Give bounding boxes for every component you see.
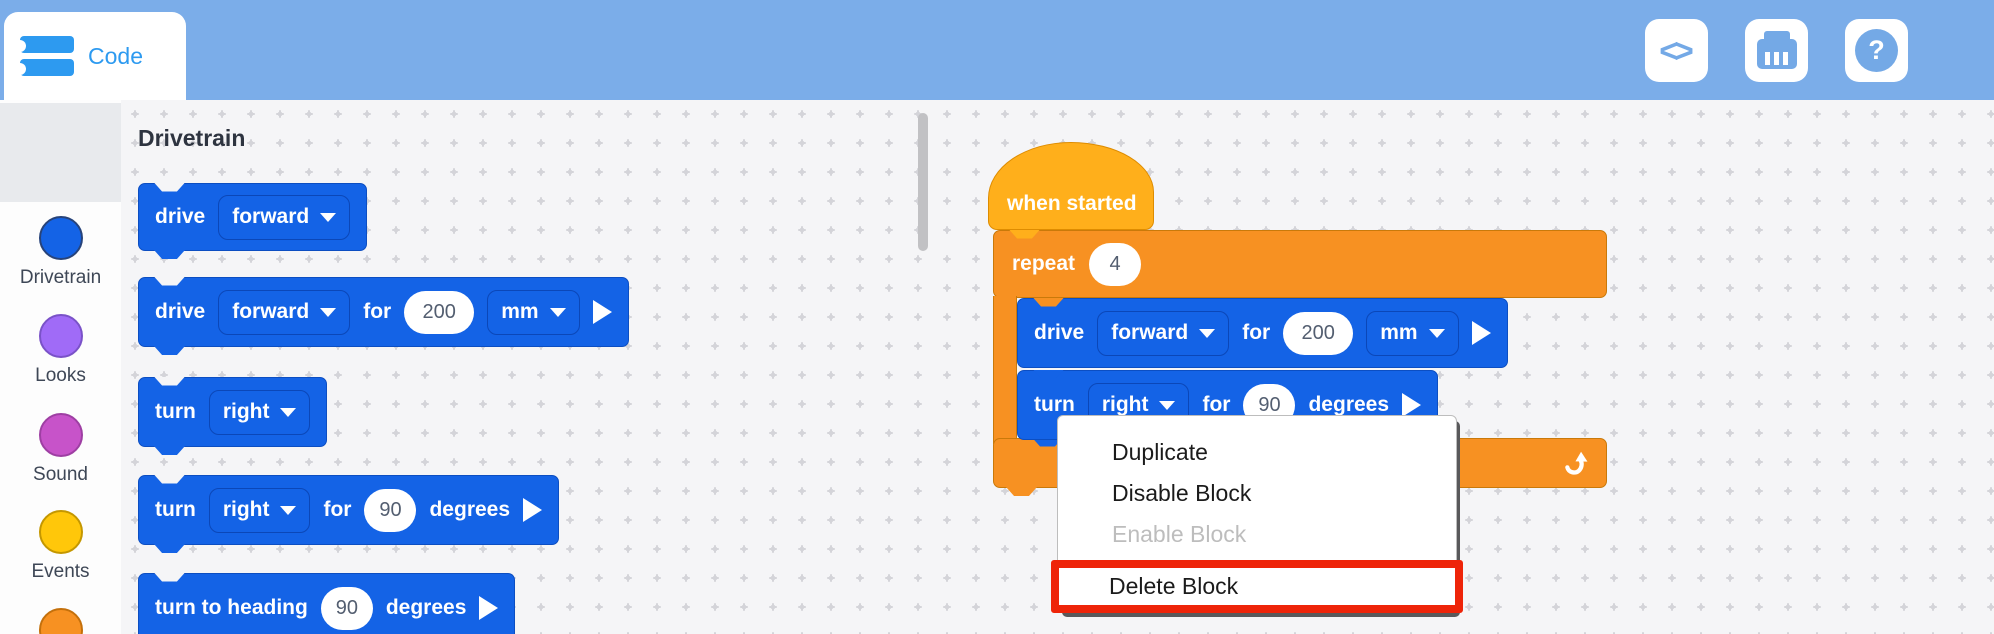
chevron-down-icon xyxy=(549,307,566,317)
dropdown-value: forward xyxy=(232,205,310,228)
tab-code[interactable]: Code xyxy=(4,12,186,100)
code-view-icon: <> xyxy=(1659,31,1693,69)
category-sidebar: Drivetrain Looks Sound Events Control xyxy=(0,100,121,634)
block-label: drive xyxy=(1034,321,1085,344)
events-category-icon xyxy=(38,510,83,554)
palette-turn-block[interactable]: turn right xyxy=(138,377,328,447)
looks-category-icon xyxy=(38,314,83,358)
expand-arrow-icon[interactable] xyxy=(1471,321,1491,345)
direction-dropdown[interactable]: right xyxy=(208,389,311,435)
dropdown-value: right xyxy=(222,498,270,521)
distance-input[interactable]: 200 xyxy=(404,290,475,334)
direction-dropdown[interactable]: forward xyxy=(218,289,351,335)
dropdown-value: forward xyxy=(232,300,310,323)
category-label: Looks xyxy=(35,365,86,386)
expand-arrow-icon[interactable] xyxy=(1402,393,1422,417)
sidebar-item-sound[interactable]: Sound xyxy=(0,413,121,486)
angle-input[interactable]: 90 xyxy=(364,488,417,532)
block-label: repeat xyxy=(1012,252,1076,275)
repeat-count-input[interactable]: 4 xyxy=(1089,242,1142,286)
block-label: turn xyxy=(155,498,196,521)
chevron-down-icon xyxy=(320,307,337,317)
block-label: for xyxy=(1202,393,1231,416)
help-icon: ? xyxy=(1855,29,1898,72)
menu-item-disable-block[interactable]: Disable Block xyxy=(1112,480,1252,506)
expand-arrow-icon[interactable] xyxy=(592,300,612,324)
direction-dropdown[interactable]: forward xyxy=(1097,310,1230,356)
block-label: for xyxy=(1242,321,1271,344)
drivetrain-category-icon xyxy=(38,216,83,260)
direction-dropdown[interactable]: right xyxy=(208,487,311,533)
delete-block-highlight: Delete Block xyxy=(1051,560,1463,613)
sidebar-item-control[interactable]: Control xyxy=(0,608,121,634)
dropdown-value: mm xyxy=(1380,321,1418,344)
repeat-block-top[interactable]: repeat 4 xyxy=(993,230,1607,298)
unit-dropdown[interactable]: mm xyxy=(1366,310,1459,356)
block-label: drive xyxy=(155,205,206,228)
block-label: for xyxy=(363,300,392,323)
unit-dropdown[interactable]: mm xyxy=(487,289,580,335)
sidebar-item-drivetrain[interactable]: Drivetrain xyxy=(0,216,121,289)
chevron-down-icon xyxy=(280,407,297,417)
category-label: Events xyxy=(31,561,90,582)
block-label: degrees xyxy=(1308,393,1390,416)
block-label: turn to heading xyxy=(155,596,308,619)
category-label: Sound xyxy=(33,464,88,485)
dropdown-value: forward xyxy=(1111,321,1189,344)
block-label: when started xyxy=(1007,192,1137,215)
chevron-down-icon xyxy=(320,212,337,222)
sound-category-icon xyxy=(38,413,83,457)
palette-drive-block[interactable]: drive forward xyxy=(138,183,368,251)
control-category-icon xyxy=(38,608,83,634)
palette-turn-heading-block[interactable]: turn to heading 90 degrees xyxy=(138,573,516,634)
workspace-drive-block[interactable]: drive forward for 200 mm xyxy=(1017,298,1508,368)
block-label: degrees xyxy=(429,498,511,521)
dropdown-value: right xyxy=(222,400,270,423)
block-label: degrees xyxy=(385,596,467,619)
palette-turn-for-block[interactable]: turn right for 90 degrees xyxy=(138,475,560,545)
chevron-down-icon xyxy=(1199,328,1216,338)
heading-input[interactable]: 90 xyxy=(320,586,373,630)
tab-code-label: Code xyxy=(88,42,143,69)
blocks-logo-icon xyxy=(14,34,76,78)
palette-drive-for-block[interactable]: drive forward for 200 mm xyxy=(138,277,629,347)
palette-heading: Drivetrain xyxy=(138,125,246,151)
brain-device-icon xyxy=(1756,31,1797,69)
block-label: for xyxy=(323,498,352,521)
expand-arrow-icon[interactable] xyxy=(479,596,499,620)
menu-item-delete-block[interactable]: Delete Block xyxy=(1109,573,1239,599)
loop-arrow-icon xyxy=(1565,451,1588,475)
menu-item-duplicate[interactable]: Duplicate xyxy=(1112,439,1208,465)
category-label: Drivetrain xyxy=(19,267,102,288)
menu-item-enable-block: Enable Block xyxy=(1112,521,1247,547)
palette-scrollbar[interactable] xyxy=(918,113,928,251)
selected-category-highlight xyxy=(0,103,121,202)
help-button[interactable]: ? xyxy=(1845,19,1908,82)
dropdown-value: right xyxy=(1101,393,1149,416)
sidebar-item-looks[interactable]: Looks xyxy=(0,314,121,387)
direction-dropdown[interactable]: forward xyxy=(218,194,351,240)
block-label: turn xyxy=(1034,393,1075,416)
app-header: Code <> ? xyxy=(0,0,1994,100)
chevron-down-icon xyxy=(280,505,297,515)
dropdown-value: mm xyxy=(501,300,539,323)
block-label: drive xyxy=(155,300,206,323)
sidebar-item-events[interactable]: Events xyxy=(0,510,121,583)
repeat-block-arm xyxy=(993,296,1017,444)
chevron-down-icon xyxy=(1159,400,1176,410)
chevron-down-icon xyxy=(1428,328,1445,338)
block-label: turn xyxy=(155,400,196,423)
expand-arrow-icon[interactable] xyxy=(523,498,543,522)
device-button[interactable] xyxy=(1745,19,1808,82)
distance-input[interactable]: 200 xyxy=(1283,311,1354,355)
code-view-button[interactable]: <> xyxy=(1645,19,1708,82)
